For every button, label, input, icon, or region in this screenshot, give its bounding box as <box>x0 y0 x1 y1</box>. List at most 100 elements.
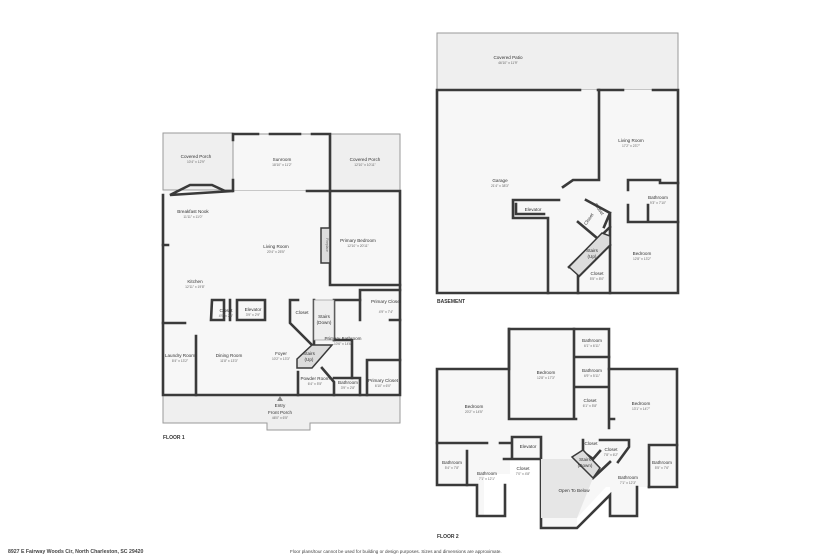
room-dim: 10'2" x 13'3" <box>272 357 291 361</box>
stairs-down <box>313 299 335 341</box>
room-dim: 4'9" x 7'4" <box>379 310 394 314</box>
room-name: Bathroom <box>618 475 638 480</box>
room-name: Bathroom <box>648 195 668 200</box>
room-dim: 6'9" x 5'11" <box>584 374 601 378</box>
room-name: Covered Porch <box>181 154 212 159</box>
covered-porch-right-area <box>329 133 401 192</box>
room-name: Elevator <box>245 307 262 312</box>
room-name: Closet <box>583 212 595 226</box>
room-name: Bedroom <box>537 370 556 375</box>
room-name: Stairs <box>579 457 591 462</box>
room-dim: 10'4" x 12'9" <box>187 160 206 164</box>
room-name: Bathroom <box>442 460 462 465</box>
room-name: Closet <box>295 310 309 315</box>
room-name: Bathroom <box>582 368 602 373</box>
room-name: Living Room <box>263 244 289 249</box>
room-dim: (Up) <box>305 357 314 362</box>
room-dim: 5'5" x 8'0" <box>590 277 605 281</box>
room-name: Foyer <box>275 351 287 356</box>
room-name: Sunroom <box>273 157 292 162</box>
stairs-up <box>296 344 334 369</box>
room-dim: 6'4" x 5'5" <box>308 382 323 386</box>
room-name: Bedroom <box>632 401 651 406</box>
room-dim: 20'2" x 14'5" <box>465 410 484 414</box>
floor-1-interior <box>163 191 400 395</box>
room-dim: 6'10" x 6'0" <box>375 384 392 388</box>
floor-1-label: FLOOR 1 <box>163 435 185 441</box>
room-dim: 18'10" x 11'2" <box>272 163 292 167</box>
floor-1-labels: Covered Porch 10'4" x 12'9" Sunroom 18'1… <box>165 154 402 420</box>
room-dim: 5'4" x 7'8" <box>445 466 460 470</box>
room-name: Stairs <box>586 248 598 253</box>
room-name: Covered Porch <box>350 157 381 162</box>
room-name: Elevator <box>525 207 542 212</box>
room-name: Bedroom <box>633 251 652 256</box>
room-dim: 11'8" x 13'3" <box>220 359 239 363</box>
room-name: Stairs <box>303 351 315 356</box>
room-dim: 12'10" x 20'11" <box>347 244 369 248</box>
room-name: Covered Patio <box>493 55 523 60</box>
room-dim: 8'4" x 13'2" <box>172 359 189 363</box>
room-dim: 3'9" x 2'9" <box>246 313 261 317</box>
room-dim: 13'1" x 14'7" <box>632 407 651 411</box>
fireplace <box>320 227 331 264</box>
front-porch-area <box>162 394 401 431</box>
floor-1-plan: Covered Porch 10'4" x 12'9" Sunroom 18'1… <box>161 132 402 441</box>
floor-2-plan: Bedroom 20'2" x 14'5" Bedroom 12'8" x 17… <box>435 327 679 540</box>
room-name: Garage <box>492 178 508 183</box>
room-dim: 7'1" x 12'1" <box>479 477 496 481</box>
room-dim: 12'11" x 19'8" <box>185 285 205 289</box>
room-name: Living Room <box>618 138 644 143</box>
basement-label: BASEMENT <box>437 299 465 305</box>
room-dim: 12'8" x 13'2" <box>633 257 652 261</box>
stairs-up <box>567 232 611 278</box>
stairs-down <box>570 449 601 480</box>
room-dim: 46'10" x 11'9" <box>498 61 518 65</box>
room-name: Primary Bedroom <box>340 238 376 243</box>
room-dim: (Up) <box>588 254 597 259</box>
room-name: Breakfast Nook <box>177 209 209 214</box>
room-name: Bathroom <box>477 471 497 476</box>
room-name: Powder Room <box>300 376 329 381</box>
room-name: Closet <box>604 447 618 452</box>
room-dim: 12'8" x 17'3" <box>537 376 556 380</box>
room-dim: 7'0" x 4'8" <box>516 472 531 476</box>
room-name: Primary Closet <box>371 299 402 304</box>
room-dim: 9'3" x 7'10" <box>650 201 667 205</box>
room-dim: 20'4" x 25'5" <box>267 250 286 254</box>
disclaimer: Floor plans/tour cannot be used for buil… <box>290 549 502 554</box>
room-dim: 7'8" x 6'2" <box>604 453 619 457</box>
room-name: Primary Closet <box>368 378 399 383</box>
room-dim: 3'9" x 2'8" <box>341 386 356 390</box>
room-name: Closet <box>583 398 597 403</box>
room-dim: 6'1" x 6'11" <box>584 344 601 348</box>
room-dim: (Down) <box>317 320 332 325</box>
room-dim: 5'5" x 7'6" <box>655 466 670 470</box>
room-name: Front Porch <box>268 410 292 415</box>
room-name: Closet <box>584 441 598 446</box>
room-dim: 6'1" x 5'8" <box>583 404 598 408</box>
room-dim: 10'6" x 14'6" <box>334 342 353 346</box>
basement-labels: Covered Patio 46'10" x 11'9" Garage 21'4… <box>491 55 668 281</box>
basement-plan: Covered Patio 46'10" x 11'9" Garage 21'4… <box>435 32 680 305</box>
basement-interior <box>437 90 678 293</box>
open-to-below-area <box>541 459 593 518</box>
room-dim: 46'0" x 6'5" <box>272 416 289 420</box>
property-address: 8927 E Fairway Woods Cir, North Charlest… <box>8 549 144 555</box>
room-name: Kitchen <box>187 279 203 284</box>
sunroom-area <box>232 133 331 192</box>
fireplace-label: Fireplace <box>325 238 329 252</box>
room-name: Dining Room <box>216 353 243 358</box>
room-dim: 7'1" x 12'3" <box>620 481 637 485</box>
room-name: Laundry Room <box>165 353 195 358</box>
room-dim: (Down) <box>578 463 593 468</box>
room-dim: 11'11" x 11'0" <box>183 215 203 219</box>
room-name: Closet <box>516 466 530 471</box>
room-dim: 21'4" x 38'3" <box>491 184 510 188</box>
room-dim: 4'9" x 2'8" <box>219 314 234 318</box>
floor-2-interior <box>437 329 677 528</box>
room-name: Closet <box>590 271 604 276</box>
room-name: Primary Bathroom <box>324 336 361 341</box>
room-name: Entry <box>275 403 286 408</box>
